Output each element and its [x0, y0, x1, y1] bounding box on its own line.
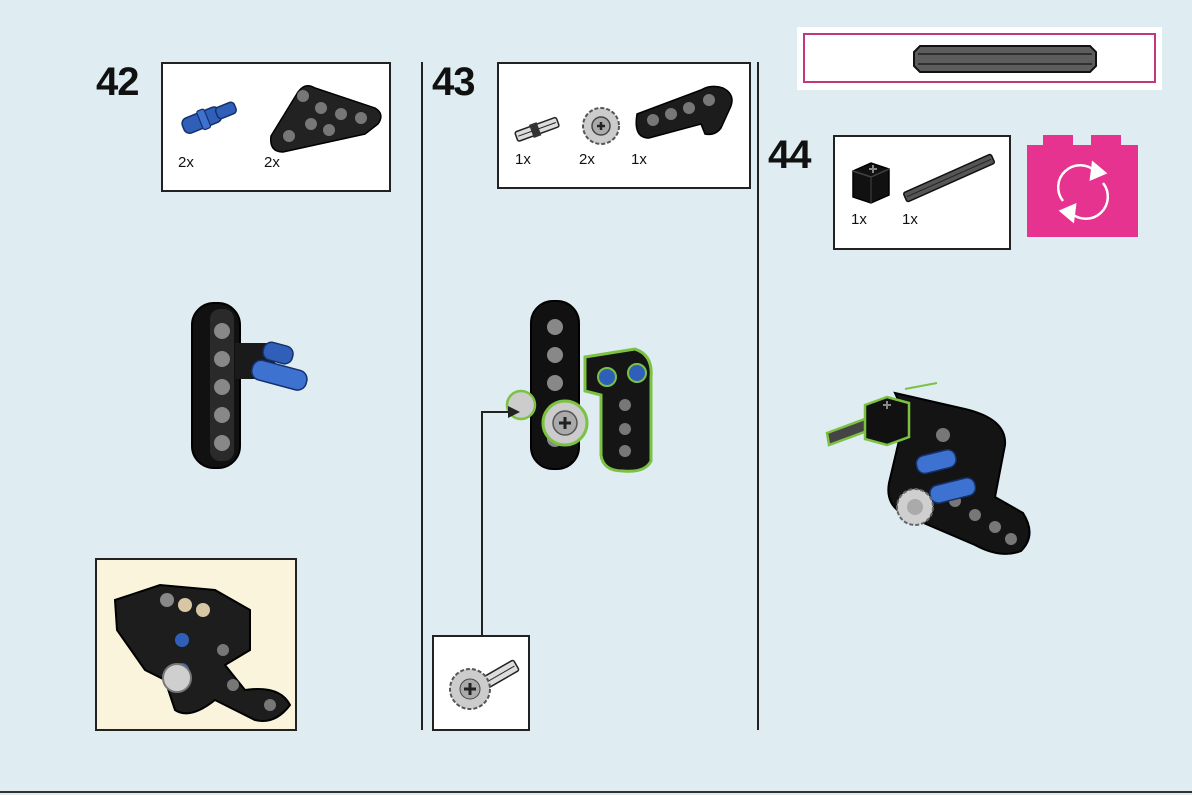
- part-qty: 2x: [579, 151, 595, 168]
- long-axle-icon: [899, 153, 999, 203]
- part-qty: 1x: [515, 151, 531, 168]
- short-axle-icon: [513, 114, 563, 144]
- part-qty: 1x: [851, 211, 867, 228]
- gear-axle-icon: [444, 649, 524, 719]
- callout-arrow: [478, 400, 528, 640]
- step-number-43: 43: [432, 60, 475, 105]
- part-qty: 2x: [178, 154, 194, 171]
- part-qty: 2x: [264, 154, 280, 171]
- step-number-42: 42: [96, 60, 139, 105]
- step-number-44: 44: [768, 133, 811, 178]
- page-bottom-rule: [0, 791, 1192, 793]
- triangle-beam-icon: [263, 74, 388, 154]
- preview-model-icon: [105, 570, 295, 725]
- parts-list-step-42: 2x 2x: [161, 62, 391, 192]
- step-43-assembly: [505, 295, 665, 485]
- axle-brick-icon: [849, 159, 893, 205]
- axle-length-callout: [797, 27, 1162, 90]
- step-42-assembly: [180, 295, 330, 475]
- parts-list-step-44: 1x 1x: [833, 135, 1011, 250]
- inset-subassembly-step-43: [432, 635, 530, 731]
- part-qty: 1x: [631, 151, 647, 168]
- l-beam-icon: [631, 76, 741, 136]
- inset-preview-step-42: [95, 558, 297, 731]
- step-44-assembly: [825, 375, 1040, 570]
- rotate-model-badge: [1027, 135, 1138, 237]
- part-qty: 1x: [902, 211, 918, 228]
- blue-pin-icon: [177, 86, 247, 146]
- rotate-model-icon: [1027, 135, 1138, 237]
- parts-list-step-43: 1x 2x 1x: [497, 62, 751, 189]
- bevel-gear-icon: [577, 102, 625, 150]
- step-divider: [421, 62, 423, 730]
- axle-length-icon: [914, 44, 1099, 74]
- step-divider: [757, 62, 759, 730]
